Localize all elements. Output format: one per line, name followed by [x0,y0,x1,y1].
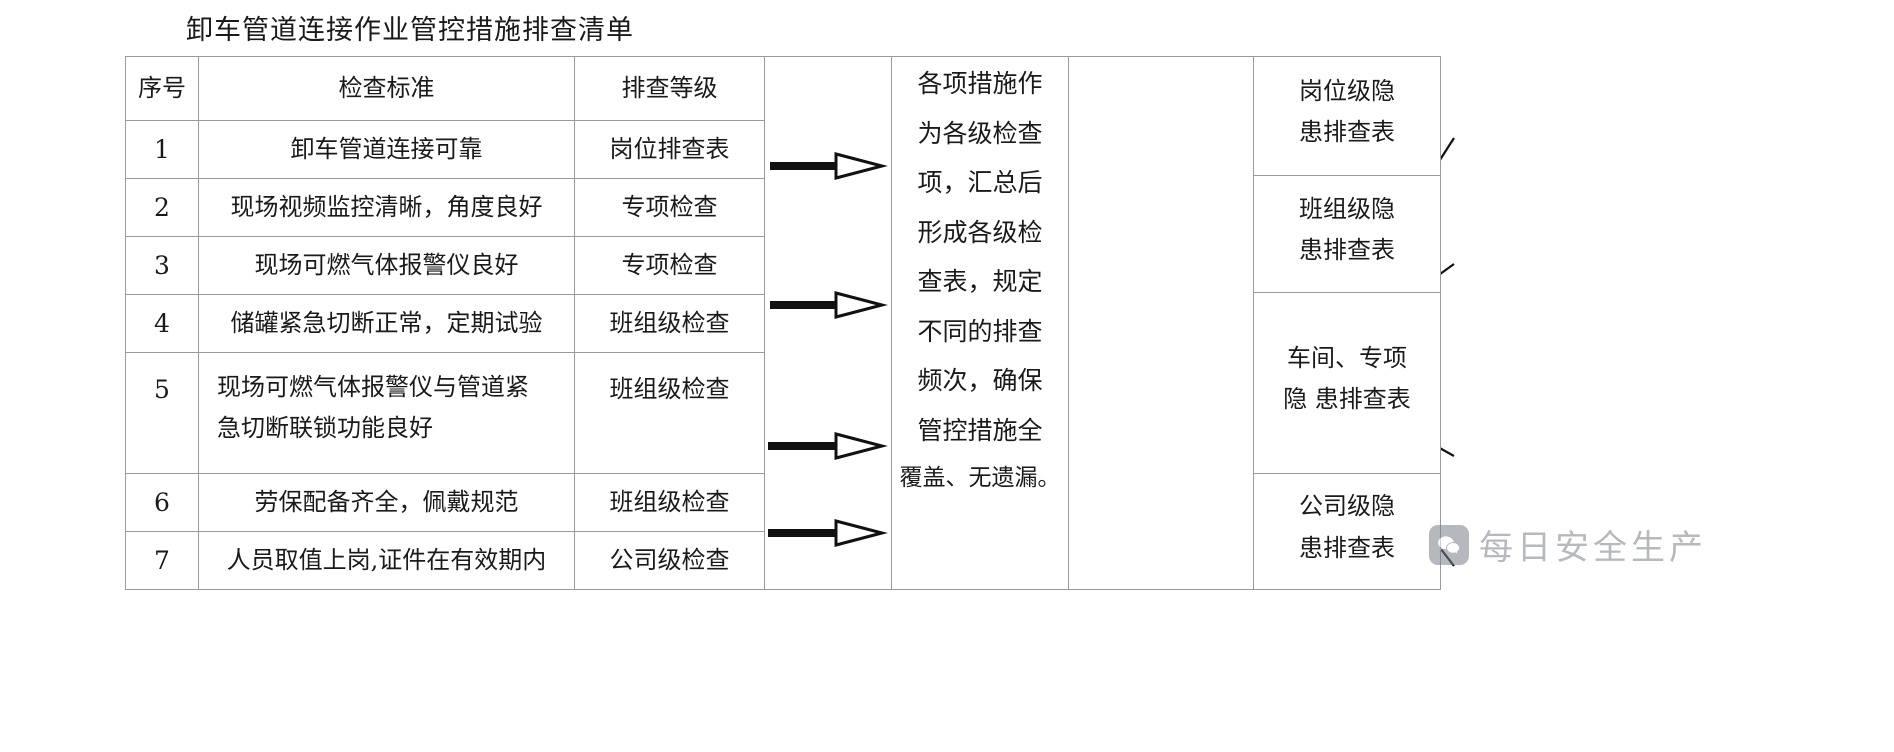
output-form-cell: 岗位级隐 患排查表 [1253,56,1441,176]
flow-arrows-svg [768,152,888,547]
table-row: 现场可燃气体报警仪良好 [198,236,575,295]
output-form-cell: 公司级隐 患排查表 [1253,473,1441,590]
summary-line: 查表，规定 [917,267,1043,296]
table-row: 班组级检查 [574,294,765,353]
flow-arrow-3 [768,432,888,460]
standard-line-1: 现场可燃气体报警仪与管道紧 [217,373,529,401]
form-line-2: 患排查表 [1299,533,1395,562]
table-row: 4 [125,294,199,353]
table-row: 班组级检查 [574,352,765,474]
form-line-1: 班组级隐 [1299,194,1395,223]
summary-line: 项，汇总后 [917,168,1043,197]
watermark-text: 每日安全生产 [1479,528,1707,568]
converge-spacer-panel [1068,56,1254,590]
table-row: 专项检查 [574,178,765,237]
table-row: 公司级检查 [574,531,765,590]
summary-line: 频次，确保 [917,366,1043,395]
table-header-level: 排查等级 [574,56,765,121]
table-row: 3 [125,236,199,295]
flow-arrow-group [764,56,892,590]
table-row: 6 [125,473,199,532]
form-line-2: 患排查表 [1299,118,1395,146]
table-row: 岗位排查表 [574,120,765,179]
table-row: 卸车管道连接可靠 [198,120,575,179]
output-form-cell: 班组级隐 患排查表 [1253,175,1441,293]
table-row: 储罐紧急切断正常，定期试验 [198,294,575,353]
table-row: 5 [125,352,199,474]
standard-line-2: 急切断联锁功能良好 [217,414,433,443]
form-line-2: 患排查表 [1299,236,1395,264]
arrow-spacer-panel [764,56,892,590]
summary-line: 形成各级检 [917,217,1043,247]
form-line-2: 隐 患排查表 [1283,385,1411,413]
summary-line: 管控措施全 [917,415,1043,445]
table-row: 班组级检查 [574,473,765,532]
summary-line: 不同的排查 [917,316,1043,346]
form-line-1: 公司级隐 [1299,492,1395,521]
table-row: 专项检查 [574,236,765,295]
table-row: 2 [125,178,199,237]
summary-line: 各项措施作 [917,69,1043,98]
flow-arrow-1 [770,152,888,180]
table-row: 人员取值上岗,证件在有效期内 [198,531,575,590]
watermark: 每日安全生产 [1429,520,1707,569]
table-header-no: 序号 [125,56,199,121]
table-header-standard: 检查标准 [198,56,575,121]
table-row: 现场可燃气体报警仪与管道紧 急切断联锁功能良好 [198,352,575,474]
flow-arrow-4 [768,519,888,547]
page-title: 卸车管道连接作业管控措施排查清单 [186,15,634,46]
table-row: 7 [125,531,199,590]
form-line-1: 岗位级隐 [1299,76,1395,105]
output-form-cell: 车间、专项 隐 患排查表 [1253,292,1441,474]
flow-arrow-2 [770,291,888,319]
summary-line: 为各级检查 [917,118,1043,148]
table-row: 1 [125,120,199,179]
summary-text-block: 各项措施作 为各级检查 项，汇总后 形成各级检 查表，规定 不同的排查 频次，确… [891,56,1069,590]
summary-line: 覆盖、无遗漏。 [899,465,1061,491]
table-row: 现场视频监控清晰，角度良好 [198,178,575,237]
form-line-1: 车间、专项 [1287,343,1407,372]
table-row: 劳保配备齐全，佩戴规范 [198,473,575,532]
